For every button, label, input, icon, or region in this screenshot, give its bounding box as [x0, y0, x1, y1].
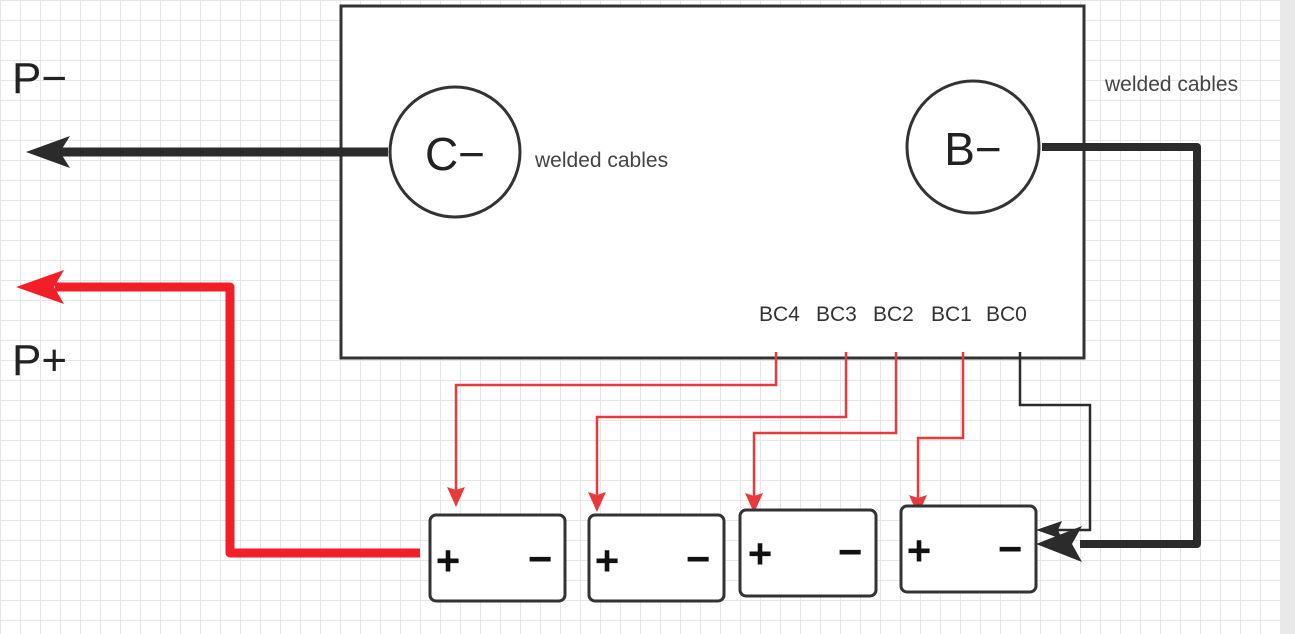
cell-3-plus: + [748, 530, 773, 577]
b-minus-pad [905, 79, 1041, 215]
battery-cell-4: + − [899, 504, 1038, 594]
bc1-lead [909, 352, 965, 515]
cell-3-minus: − [838, 528, 863, 575]
bc2-lead [745, 352, 898, 513]
p-minus-arrowhead [26, 136, 70, 168]
welded-cables-label-right: welded cables [1104, 73, 1238, 96]
battery-cell-3: + − [738, 508, 878, 598]
cell-1-minus: − [528, 535, 553, 582]
bc4-label: BC4 [759, 303, 800, 326]
p-plus-label: P+ [12, 336, 67, 385]
p-minus-cable [26, 136, 388, 168]
bc1-label: BC1 [931, 303, 972, 326]
p-plus-arrowhead [16, 270, 64, 304]
page-edge-shade [1280, 0, 1295, 634]
p-minus-label: P− [12, 54, 67, 103]
cell-2-minus: − [686, 535, 711, 582]
c-minus-pad [388, 85, 522, 219]
bc0-label: BC0 [986, 303, 1027, 326]
battery-cell-1: + − [428, 513, 567, 603]
b-minus-label: B− [944, 123, 1002, 175]
b-minus-arrowhead [1036, 526, 1082, 562]
cell-4-plus: + [907, 527, 932, 574]
b-minus-cable [1036, 143, 1201, 562]
cell-1-plus: + [436, 537, 461, 584]
c-minus-label: C− [425, 128, 485, 180]
welded-cables-label-left: welded cables [534, 149, 668, 172]
cell-4-minus: − [998, 525, 1023, 572]
bc3-label: BC3 [816, 303, 857, 326]
p-plus-cable [16, 270, 420, 558]
cell-2-plus: + [595, 537, 620, 584]
bc3-lead [588, 352, 848, 512]
bc0-lead [1018, 352, 1092, 539]
battery-cell-2: + − [587, 513, 726, 603]
bc2-label: BC2 [873, 303, 914, 326]
bc4-lead [447, 352, 778, 507]
